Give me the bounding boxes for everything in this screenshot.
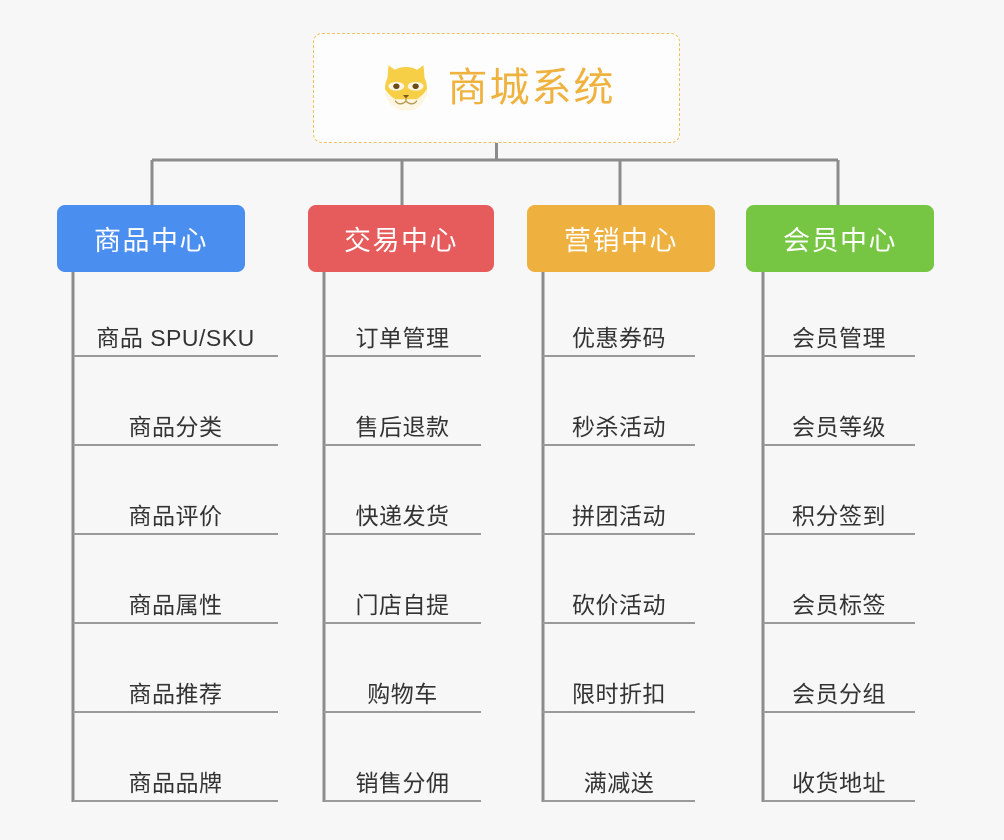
leaf-item[interactable]: 砍价活动 [543,578,695,624]
category-label: 交易中心 [344,226,458,256]
leaf-label: 秒杀活动 [572,414,666,441]
leaf-label: 商品品牌 [128,770,223,797]
leaf-label: 商品分类 [128,414,223,441]
leaf-item[interactable]: 售后退款 [324,400,481,446]
leaf-label: 会员标签 [792,592,886,619]
leaf-item[interactable]: 门店自提 [324,578,481,624]
leaf-item[interactable]: 优惠券码 [543,311,695,357]
category-label: 营销中心 [564,226,678,256]
leaf-item[interactable]: 拼团活动 [543,489,695,535]
category-box-1[interactable]: 商品中心 [57,205,245,272]
leaf-item[interactable]: 快递发货 [324,489,481,535]
leaf-item[interactable]: 会员分组 [763,667,915,713]
leaf-item[interactable]: 购物车 [324,667,481,713]
leaf-label: 优惠券码 [572,325,666,352]
leaf-item[interactable]: 积分签到 [763,489,915,535]
leaf-label: 砍价活动 [572,592,666,619]
leaf-item[interactable]: 销售分佣 [324,756,481,802]
leaf-label: 订单管理 [355,325,450,352]
root-node[interactable]: 商城系统 [313,33,680,143]
leaf-label: 会员等级 [792,414,886,441]
leaf-item[interactable]: 收货地址 [763,756,915,802]
leaf-item[interactable]: 会员管理 [763,311,915,357]
leaf-label: 积分签到 [792,503,886,530]
leaf-item[interactable]: 商品 SPU/SKU [73,311,278,357]
leaf-item[interactable]: 商品推荐 [73,667,278,713]
category-box-4[interactable]: 会员中心 [746,205,934,272]
category-label: 会员中心 [783,226,897,256]
leaf-label: 收货地址 [792,770,886,797]
leaf-label: 商品 SPU/SKU [96,325,255,352]
leaf-item[interactable]: 秒杀活动 [543,400,695,446]
leaf-item[interactable]: 订单管理 [324,311,481,357]
leaf-item[interactable]: 限时折扣 [543,667,695,713]
leaf-label: 会员分组 [792,681,886,708]
root-label: 商城系统 [447,66,616,110]
shiba-dog-face-icon [384,65,427,111]
leaf-label: 商品属性 [128,592,223,619]
category-box-2[interactable]: 交易中心 [308,205,494,272]
leaf-item[interactable]: 商品评价 [73,489,278,535]
leaf-label: 快递发货 [355,503,450,530]
leaf-item[interactable]: 商品品牌 [73,756,278,802]
category-box-3[interactable]: 营销中心 [527,205,715,272]
category-label: 商品中心 [94,226,208,256]
leaf-item[interactable]: 满减送 [543,756,695,802]
leaf-item[interactable]: 商品属性 [73,578,278,624]
leaf-label: 门店自提 [355,592,450,619]
leaf-label: 商品评价 [128,503,223,530]
leaf-item[interactable]: 会员等级 [763,400,915,446]
leaf-label: 购物车 [367,681,438,708]
leaf-label: 售后退款 [355,414,450,441]
leaf-item[interactable]: 商品分类 [73,400,278,446]
leaf-label: 限时折扣 [572,681,666,708]
leaf-label: 拼团活动 [572,503,666,530]
leaf-label: 销售分佣 [355,770,450,797]
leaf-label: 会员管理 [792,325,886,352]
leaf-item[interactable]: 会员标签 [763,578,915,624]
leaf-label: 商品推荐 [128,681,223,708]
leaf-label: 满减送 [583,770,655,797]
